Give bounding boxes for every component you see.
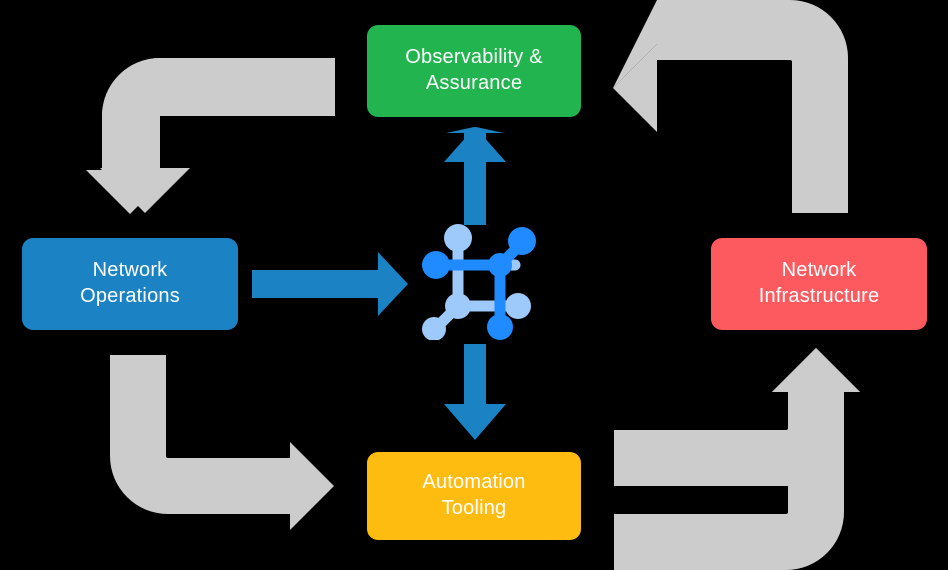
node-infrastructure-label: Network Infrastructure bbox=[758, 259, 880, 307]
node-network-infrastructure[interactable]: Network Infrastructure bbox=[711, 238, 927, 330]
connector-observability-to-operations-shape bbox=[86, 58, 335, 214]
node-observability-assurance[interactable]: Observability & Assurance bbox=[367, 25, 581, 117]
node-automation-label: Automation Tooling bbox=[422, 471, 526, 519]
connector-center-to-observability-shape bbox=[444, 127, 506, 225]
connector-center-to-automation bbox=[444, 344, 506, 440]
connector-operations-to-automation bbox=[110, 355, 334, 530]
connector-infrastructure-to-observability-shape bbox=[613, 4, 848, 213]
network-icon-dark-nodes bbox=[422, 227, 536, 340]
node-network-operations[interactable]: Network Operations bbox=[22, 238, 238, 330]
connector-operations-to-center bbox=[252, 252, 408, 316]
node-observability-label: Observability & Assurance bbox=[405, 46, 543, 94]
node-automation-tooling[interactable]: Automation Tooling bbox=[367, 452, 581, 540]
network-icon-light-nodes bbox=[422, 224, 531, 340]
network-topology-icon bbox=[422, 224, 536, 340]
connector-automation-to-infrastructure-shape bbox=[614, 348, 860, 486]
node-operations-label: Network Operations bbox=[80, 259, 180, 307]
